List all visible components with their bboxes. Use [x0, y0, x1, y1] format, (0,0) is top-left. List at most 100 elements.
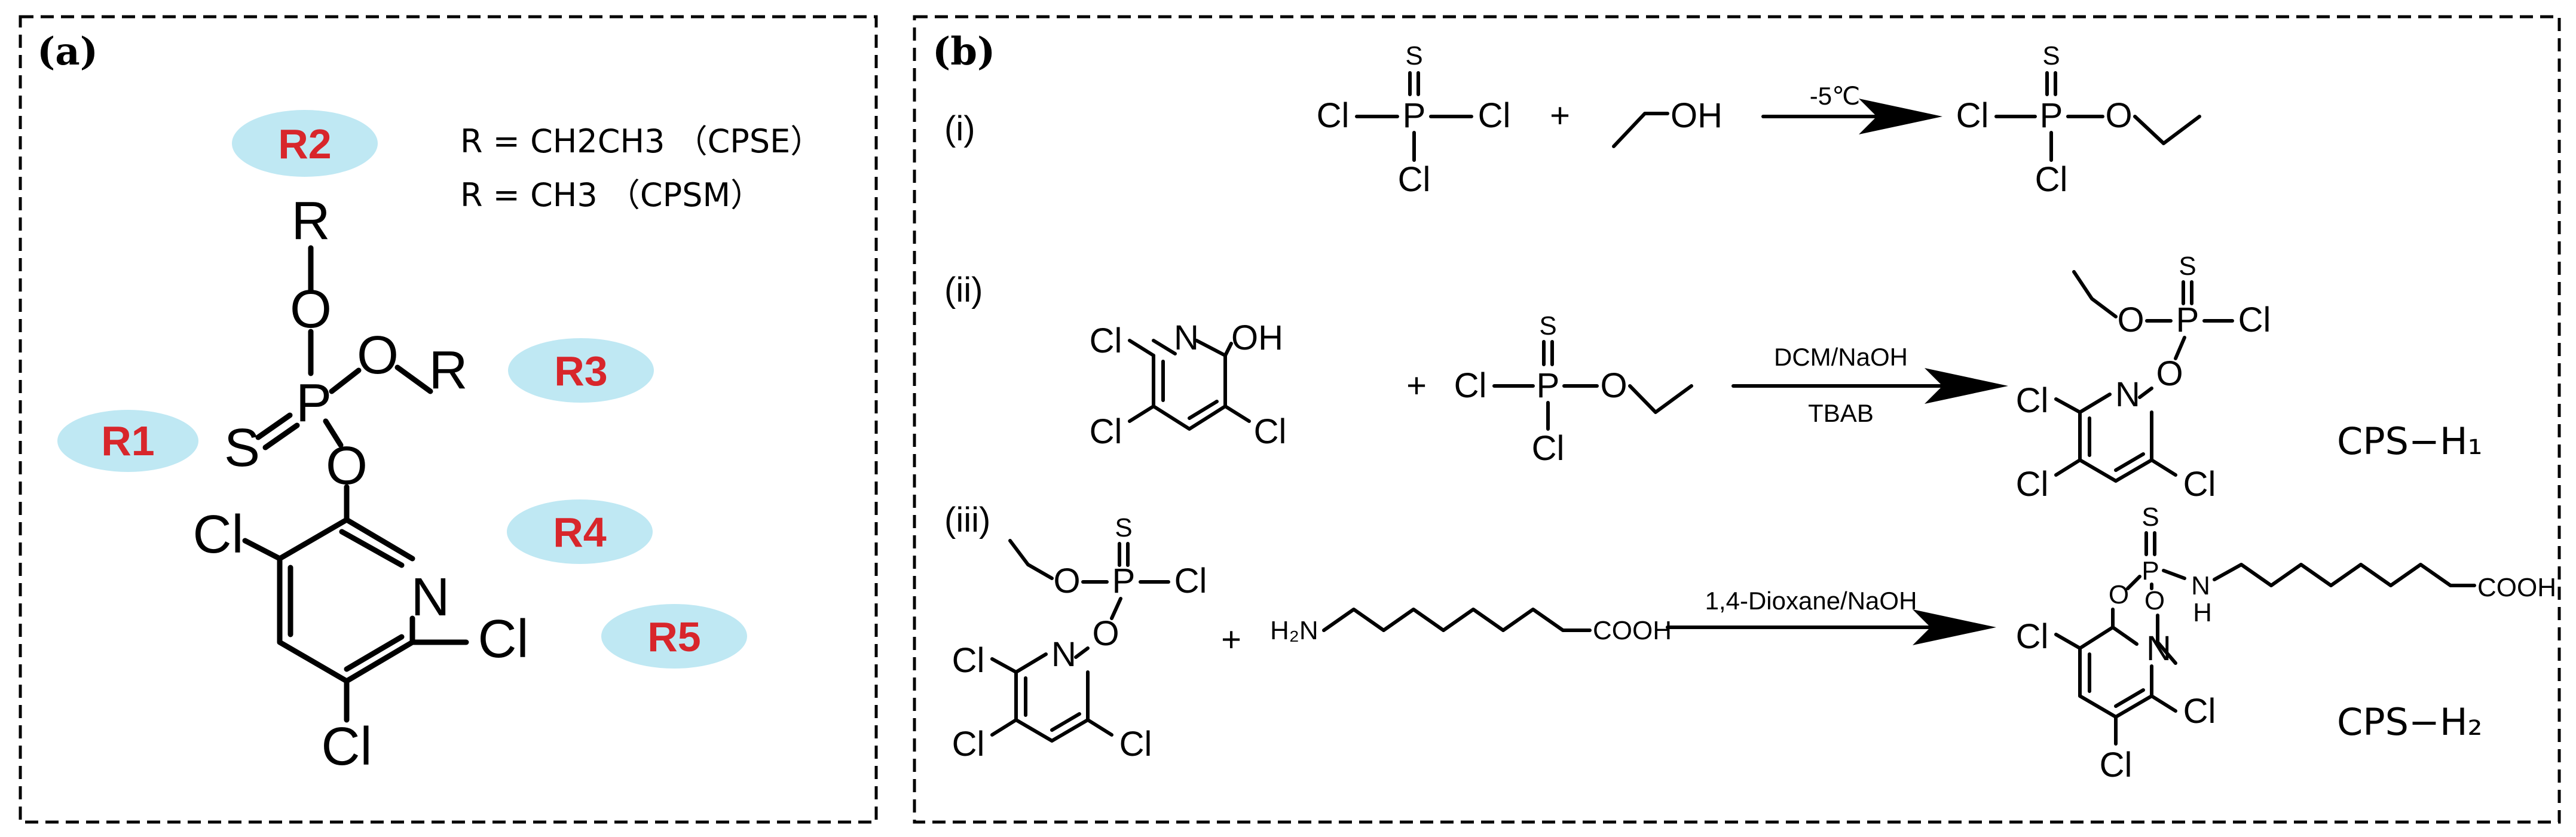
- step-iii-product: S P O O N H COOH N Cl Cl Cl: [2016, 502, 2556, 784]
- bond-p-s: [2144, 531, 2156, 556]
- bond-p-o-bottom: [323, 418, 344, 448]
- atom-s: S: [2141, 502, 2159, 532]
- bond-p-s: [1118, 542, 1130, 567]
- r4-ellipse: [507, 499, 653, 564]
- bond-p-cl: [1994, 115, 2053, 162]
- arrow-head-ii: [1925, 368, 2008, 404]
- atom-cl-left: Cl: [1454, 366, 1487, 405]
- atom-cl2: Cl: [2183, 692, 2216, 731]
- arrow-head-iii: [1913, 609, 1996, 645]
- bond-substituents: [2054, 397, 2177, 477]
- step-iii-label: (iii): [944, 501, 990, 539]
- atom-oh: OH: [1231, 318, 1283, 357]
- bond-p-s: [1542, 340, 1554, 366]
- r3-ellipse: [508, 338, 654, 403]
- atom-o-right: O: [357, 326, 399, 385]
- bond-p-s: [1408, 71, 1420, 96]
- ring-bonds: [2078, 608, 2153, 719]
- bond-p-s: [2182, 280, 2193, 305]
- atom-o: O: [1053, 562, 1080, 600]
- atom-cl1: Cl: [2016, 381, 2049, 420]
- amine-chain: [1322, 608, 1592, 632]
- atom-cl3: Cl: [2100, 746, 2133, 784]
- bond-p-n: [2162, 569, 2186, 580]
- bond-p-o2: [1110, 597, 1122, 620]
- atom-s: S: [1405, 41, 1422, 70]
- step-i-ethanol: OH: [1612, 96, 1723, 148]
- ring-bonds: [1014, 646, 1090, 743]
- atom-o2: O: [1092, 614, 1119, 653]
- r5-tag: R5: [647, 614, 700, 660]
- product-name-cps-h1: CPS−H₁: [2337, 419, 2482, 463]
- r2-ellipse: [232, 110, 378, 177]
- atom-cl-right: Cl: [478, 609, 529, 669]
- atom-cl2: Cl: [1090, 412, 1122, 451]
- atom-o: O: [2105, 96, 2132, 135]
- condition-ii-top: DCM/NaOH: [1774, 343, 1908, 371]
- bond-p-o-right: [329, 367, 362, 394]
- bond-cl-left: [242, 538, 283, 562]
- atom-n: N: [1051, 635, 1076, 674]
- atom-cl-down: Cl: [1398, 160, 1431, 199]
- r2-tag: R2: [278, 121, 331, 167]
- ring-bonds: [1152, 339, 1227, 431]
- panel-a-frame: [19, 15, 878, 824]
- bond-ethyl: [1628, 384, 1693, 414]
- atom-p: P: [1403, 96, 1426, 135]
- step-ii-label: (ii): [944, 271, 983, 309]
- r5-ellipse: [601, 604, 747, 669]
- atom-oh: OH: [1671, 96, 1723, 135]
- atom-p: P: [2176, 301, 2199, 339]
- condition-iii: 1,4-Dioxane/NaOH: [1705, 587, 1917, 615]
- r3-tag: R3: [554, 348, 607, 394]
- ring-bonds: [2078, 387, 2153, 483]
- step-i-psci3: S P Cl Cl Cl: [1317, 41, 1511, 199]
- panel-b-label: (b): [932, 29, 995, 74]
- legend-cpsm: R = CH3 （CPSM）: [460, 176, 763, 214]
- r-tag-group: R1 R2 R3 R4 R5: [57, 110, 747, 669]
- atom-cl-bottom: Cl: [322, 717, 372, 777]
- amide-chain: [2213, 563, 2476, 587]
- atom-p: P: [1537, 366, 1560, 405]
- bond-substituents: [1128, 339, 1251, 423]
- bond-p-s: [2045, 71, 2057, 96]
- ring-bonds: [277, 517, 415, 684]
- atom-p: P: [2141, 556, 2159, 585]
- atom-r-top: R: [292, 191, 331, 251]
- atom-h2n: H₂N: [1270, 616, 1318, 645]
- ring-double-bonds: [287, 529, 405, 672]
- atom-o-top: O: [290, 280, 332, 339]
- atom-cl-down: Cl: [2035, 160, 2068, 199]
- bond-substituents: [2054, 633, 2177, 746]
- atom-cl3: Cl: [2183, 465, 2216, 504]
- atom-n: N: [411, 568, 450, 627]
- bond-substituents: [990, 657, 1113, 737]
- bond-p-s-1: [255, 412, 293, 440]
- chlorpyrifos-structure: R O P O R S O N Cl Cl Cl: [193, 191, 529, 777]
- atom-n: N: [2115, 375, 2140, 414]
- atom-cl-p: Cl: [2238, 301, 2271, 339]
- atom-cl2: Cl: [2016, 465, 2049, 504]
- atom-cl-left: Cl: [1956, 96, 1989, 135]
- reaction-arrow-i: -5℃: [1761, 82, 1942, 134]
- atom-o2: O: [2144, 586, 2165, 615]
- atom-o2: O: [2156, 354, 2183, 393]
- condition-ii-bottom: TBAB: [1808, 399, 1874, 427]
- step-iii-amine: H₂N COOH: [1270, 608, 1672, 645]
- atom-s: S: [1539, 311, 1556, 341]
- atom-cl-p: Cl: [1174, 562, 1207, 600]
- atom-cl-down: Cl: [1532, 429, 1565, 468]
- step-i-label: (i): [944, 109, 975, 148]
- atom-cl2: Cl: [952, 725, 985, 764]
- atom-cl3: Cl: [1119, 725, 1152, 764]
- atom-s: S: [2042, 41, 2060, 70]
- step-ii-product: O S P Cl O N Cl Cl Cl: [2016, 252, 2271, 504]
- bond-p-cl: [1355, 115, 1473, 162]
- atom-n: N: [2146, 629, 2171, 668]
- arrow-head-i: [1859, 99, 1942, 134]
- bond-ethyl-down: [2156, 614, 2177, 665]
- bond-p-s-2: [262, 422, 300, 450]
- atom-r-right: R: [429, 341, 468, 400]
- atom-s: S: [2179, 252, 2196, 281]
